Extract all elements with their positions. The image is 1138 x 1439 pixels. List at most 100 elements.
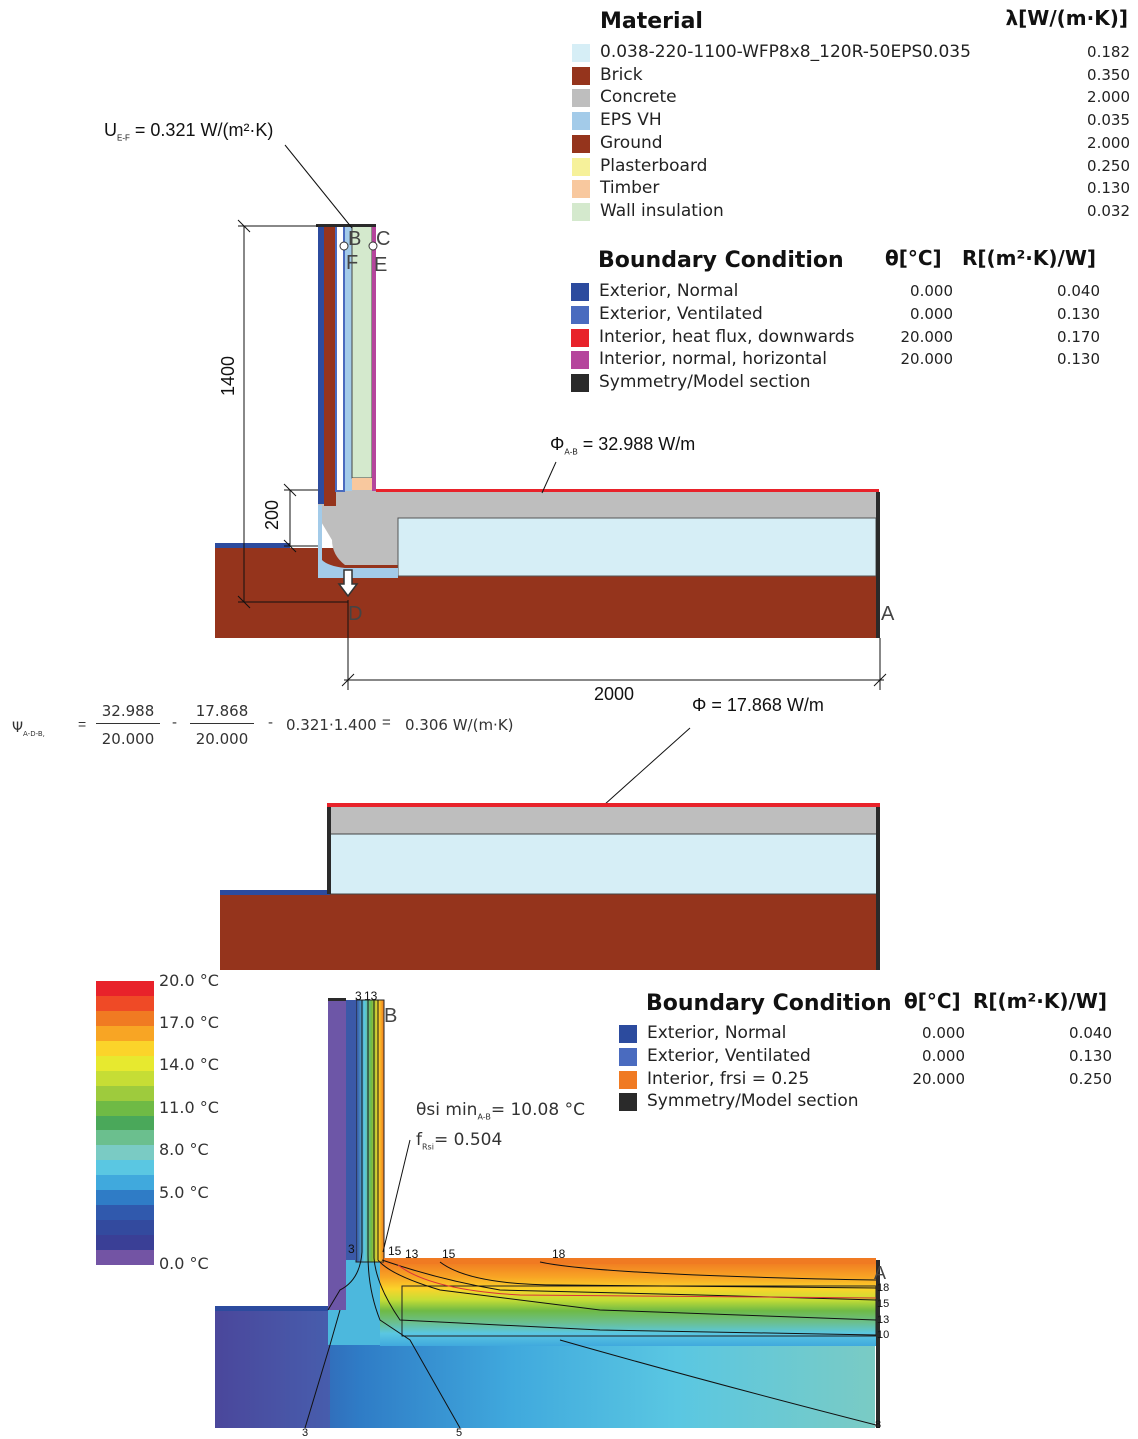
dim-200-label: 200	[262, 499, 282, 530]
point-b-label: B	[348, 228, 362, 250]
scale-label: 14.0 °C	[159, 1055, 219, 1074]
iso-exterior-boundary	[215, 1306, 330, 1311]
psi-equals-2: =	[382, 714, 391, 731]
scale-band	[96, 1160, 154, 1176]
isotherm-drawing	[215, 998, 880, 1429]
point-d-label: D	[348, 603, 363, 625]
boundary-theta: 20.000	[900, 350, 954, 369]
scale-label: 8.0 °C	[159, 1140, 209, 1159]
theta-header-2: θ[°C]	[904, 989, 961, 1013]
concrete-footing	[320, 505, 398, 565]
ref-concrete-slab	[329, 805, 879, 835]
interior-lining	[372, 226, 376, 491]
material-swatch	[572, 66, 590, 85]
iso-label: 5	[456, 1427, 463, 1439]
boundary-r: 0.130	[1057, 350, 1100, 369]
ref-ground	[220, 894, 880, 970]
boundary-swatch	[571, 328, 589, 347]
point-f-label: F	[346, 252, 359, 274]
boundary-name: Exterior, Normal	[599, 281, 739, 301]
point-e-label: E	[374, 254, 388, 276]
boundary-swatch	[571, 351, 589, 370]
iso-label: 3	[355, 989, 362, 1003]
iso-point-b-label: B	[384, 1005, 398, 1027]
scale-band	[96, 1145, 154, 1161]
boundary-r: 0.130	[1057, 304, 1100, 323]
boundary-swatch	[619, 1093, 637, 1112]
scale-band	[96, 1130, 154, 1146]
temperature-color-scale	[96, 981, 154, 1266]
psi-equals: =	[78, 716, 87, 732]
scale-band	[96, 1250, 154, 1266]
boundary-swatch	[619, 1070, 637, 1089]
boundary-theta: 0.000	[922, 1024, 965, 1042]
material-name: Concrete	[600, 87, 677, 108]
reference-section-drawing	[220, 727, 880, 970]
boundary-name: Interior, heat flux, downwards	[599, 326, 855, 347]
boundary-swatch	[571, 305, 589, 324]
scale-band	[96, 1205, 154, 1221]
detail-section-drawing	[215, 144, 887, 690]
concrete-slab	[318, 490, 878, 520]
point-c-marker	[368, 241, 378, 251]
material-swatch	[572, 157, 590, 176]
material-legend-title: Material	[600, 9, 703, 34]
boundary-name: Symmetry/Model section	[599, 372, 811, 393]
scale-band	[96, 981, 154, 997]
phi-ab-annotation: ΦA-B = 32.988 W/m	[550, 434, 696, 457]
material-lambda: 0.350	[1087, 65, 1130, 84]
psi-term3: 0.321·1.400	[286, 716, 377, 734]
ventilated-cavity	[335, 225, 345, 492]
scale-label: 17.0 °C	[159, 1013, 219, 1032]
iso-wall-top	[328, 998, 346, 1001]
material-name: Plasterboard	[600, 155, 708, 176]
boundary-legend-2-title: Boundary Condition	[646, 991, 892, 1016]
material-lambda: 0.130	[1087, 179, 1130, 198]
interior-floor-boundary	[376, 489, 879, 492]
isotherm-lines	[304, 1000, 877, 1429]
material-name: Ground	[600, 132, 663, 153]
theta-min-annotation: θsi minA-B= 10.08 °C	[416, 1100, 585, 1122]
ref-floor-insulation	[329, 833, 879, 895]
iso-ground-left	[215, 1310, 330, 1428]
ref-exterior-boundary	[220, 890, 330, 895]
scale-band	[96, 1220, 154, 1236]
fraction-line-1	[96, 723, 160, 724]
sheathing	[345, 226, 352, 491]
phi-ref-leader	[603, 727, 691, 806]
boundary-r: 0.250	[1069, 1069, 1112, 1088]
scale-band	[96, 1235, 154, 1251]
lambda-header: λ[W/(m·K)]	[1005, 6, 1128, 30]
psi-result: 0.306 W/(m·K)	[405, 716, 514, 734]
point-a-label: A	[881, 603, 895, 625]
iso-label: 15	[388, 1244, 402, 1258]
ref-interior-boundary	[327, 803, 880, 807]
r-header-2: R[(m²·K)/W]	[973, 989, 1108, 1013]
eps-perimeter	[318, 505, 398, 578]
r-header: R[(m²·K)/W]	[962, 246, 1097, 270]
scale-band	[96, 1100, 154, 1117]
scale-band	[96, 1190, 154, 1206]
iso-label: 13	[364, 989, 378, 1003]
iso-brick-wall	[328, 1000, 346, 1310]
symmetry-edge	[876, 492, 880, 638]
material-name: 0.038-220-1100-WFP8x8_120R-50EPS0.035	[600, 42, 971, 62]
boundary-theta: 0.000	[922, 1046, 965, 1065]
psi-num1: 32.988	[101, 702, 155, 720]
frsi-isotherm-red	[397, 1264, 877, 1299]
material-name: Timber	[600, 178, 660, 199]
boundary-swatch	[619, 1047, 637, 1066]
material-swatch	[572, 134, 590, 153]
material-swatch	[572, 112, 590, 131]
boundary-swatch	[619, 1025, 637, 1043]
boundary-name: Symmetry/Model section	[647, 1091, 859, 1112]
boundary-theta: 0.000	[910, 282, 953, 300]
psi-symbol: ΨA-D-B,	[12, 720, 45, 738]
iso-interior-boundary	[384, 1258, 876, 1264]
material-lambda: 0.035	[1087, 111, 1130, 130]
theta-min-leader	[382, 1139, 411, 1253]
material-swatch	[572, 180, 590, 199]
material-swatch	[572, 89, 590, 108]
floor-insulation	[397, 517, 877, 577]
boundary-r: 0.040	[1069, 1024, 1112, 1042]
